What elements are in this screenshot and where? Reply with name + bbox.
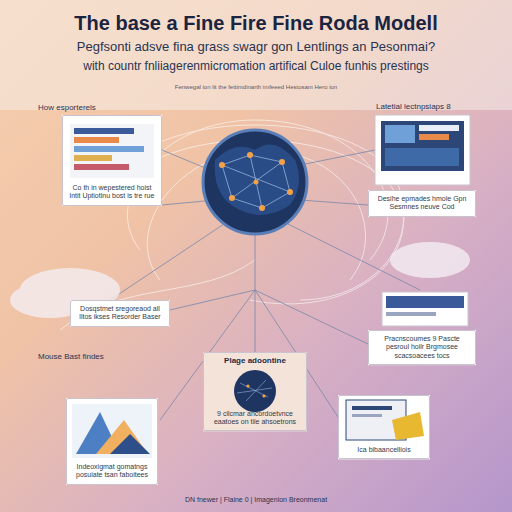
info-card: Desihe epmades hmole Gpn Sesmnes neuve C… — [368, 190, 476, 217]
card-text: Desihe epmades hmole Gpn Sesmnes neuve C… — [374, 195, 470, 212]
card-text: Pracnscoumes 9 Pascte pesroul hoilr Brgm… — [374, 335, 470, 360]
card-text: Co th in wepestered hoist lntit Uptiotln… — [68, 184, 156, 201]
screen-card — [375, 115, 470, 185]
info-card: Co th in wepestered hoist lntit Uptiotln… — [62, 115, 162, 206]
footer: DN fnewer | Flaine 0 | Imagenion Breonme… — [60, 496, 452, 504]
info-card: Plage adoontine 9 cilcmar ancordoetvnce e… — [203, 352, 307, 431]
card-text: 9 cilcmar ancordoetvnce eaatoes on tile … — [209, 410, 301, 427]
card-text: Ica bibaancelliois — [344, 446, 424, 454]
top-glow — [0, 0, 512, 110]
card-heading: Plage adoontine — [209, 356, 301, 366]
brain-head — [203, 130, 307, 234]
card-text: Indeoxigmat gomatngs posuiate tsan faboi… — [72, 463, 152, 480]
note: Fenwegal ion lit the fettimdinarth imfee… — [80, 84, 432, 91]
card-backs — [62, 115, 476, 485]
title: The base a Fine Fire Fine Roda Modell — [0, 12, 512, 35]
section-label: How esporterels — [38, 103, 148, 112]
subtitle: with countr fnliiagerenmicromation artif… — [10, 60, 502, 74]
document-image — [346, 400, 424, 440]
mountain-image — [72, 404, 152, 458]
bar-chart — [70, 124, 154, 178]
info-card: Indeoxigmat gomatngs posuiate tsan faboi… — [66, 398, 158, 485]
globe-net — [234, 370, 276, 412]
card-text: Dosqstmet sregoreaod all lltos ikses Res… — [76, 305, 164, 322]
info-card: Dosqstmet sregoreaod all lltos ikses Res… — [70, 300, 170, 327]
section-label: Mouse Bast findes — [38, 352, 148, 361]
info-card: Pracnscoumes 9 Pascte pesroul hoilr Brgm… — [368, 330, 476, 365]
section-label: Latetial lectnpsiaps 8 — [376, 102, 496, 111]
panel-card — [382, 292, 468, 326]
subtitle: Pegfsonti adsve fina grass swagr gon Len… — [10, 40, 502, 55]
info-card: Ica bibaancelliois — [338, 395, 430, 459]
